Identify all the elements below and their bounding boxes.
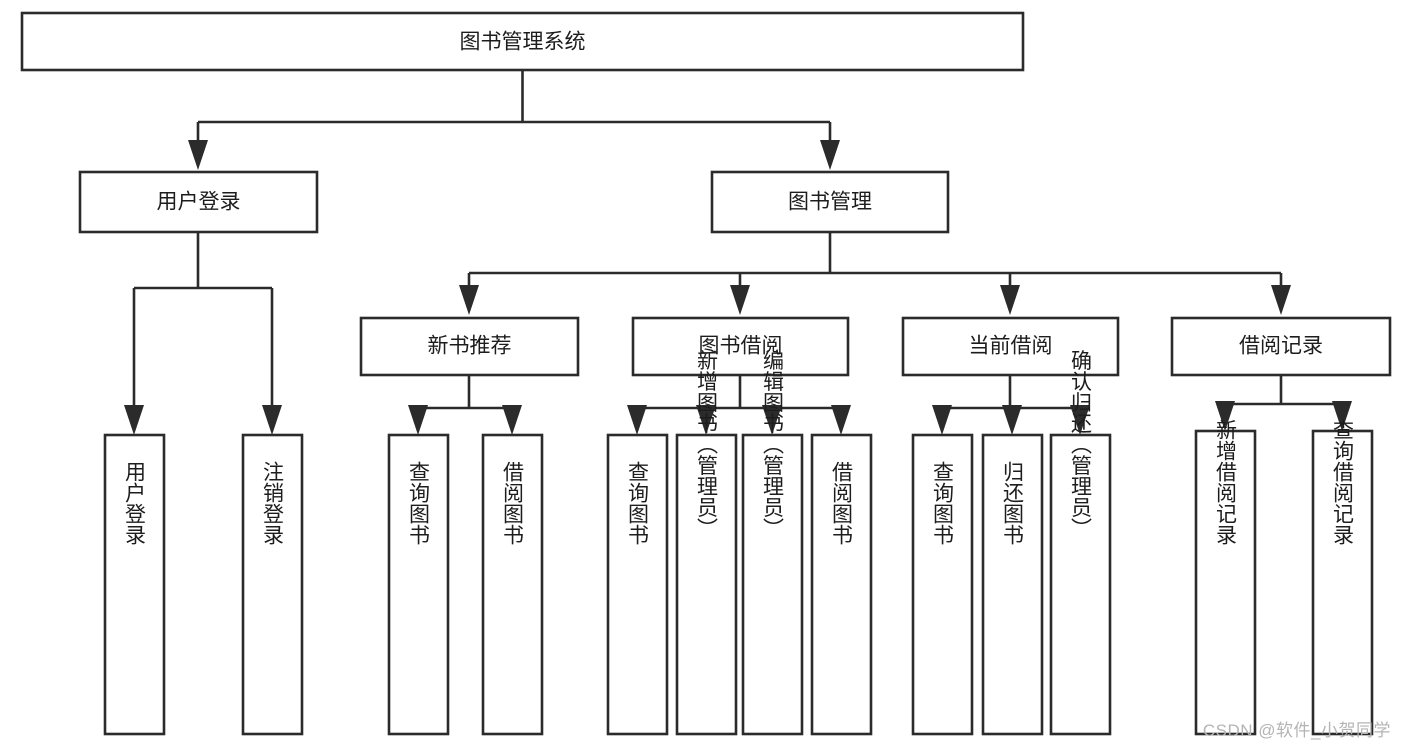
leaf-box-br-query-record[interactable] <box>1311 429 1374 736</box>
arrow-head-bb-borrow-book <box>831 405 851 435</box>
node-label-user-login: 用户登录 <box>157 191 241 214</box>
connector-group-book-manage <box>459 232 1291 315</box>
leaf-box-cb-confirm-return[interactable] <box>1049 433 1112 736</box>
arrow-head-br-query-record <box>1332 401 1352 431</box>
leaf-label-bb-add-book: 新增图书（管理员） <box>695 350 719 539</box>
leaf-node-br-add-record[interactable]: 新增借阅记录 <box>1194 419 1257 736</box>
node-borrow-record[interactable]: 借阅记录 <box>1170 316 1392 377</box>
arrow-head-bb-query-book <box>627 405 647 435</box>
arrow-head-nb-query-book <box>408 405 428 435</box>
leaf-box-nb-borrow-book[interactable] <box>481 433 544 736</box>
leaf-label-br-query-record: 查询借阅记录 <box>1331 419 1355 545</box>
node-user-login[interactable]: 用户登录 <box>78 170 319 234</box>
leaf-node-cb-confirm-return[interactable]: 确认归还（管理员） <box>1049 350 1112 736</box>
leaf-box-logout[interactable] <box>241 433 304 736</box>
leaf-box-cb-query-book[interactable] <box>911 433 974 736</box>
arrow-head-cb-query-book <box>932 405 952 435</box>
node-box-root[interactable] <box>20 11 1025 72</box>
leaf-label-cb-return-book: 归还图书 <box>1001 461 1025 545</box>
node-box-user-login[interactable] <box>78 170 319 234</box>
leaf-label-bb-borrow-book: 借阅图书 <box>830 461 854 545</box>
arrow-head-book-manage <box>820 140 840 170</box>
leaf-node-bb-query-book[interactable]: 查询图书 <box>606 433 669 736</box>
leaf-label-bb-query-book: 查询图书 <box>626 461 650 545</box>
leaf-box-bb-query-book[interactable] <box>606 433 669 736</box>
node-label-new-book-recommend: 新书推荐 <box>428 335 512 358</box>
leaf-label-br-add-record: 新增借阅记录 <box>1214 419 1238 545</box>
leaf-node-logout[interactable]: 注销登录 <box>241 433 304 736</box>
arrow-head-br-add-record <box>1215 401 1235 431</box>
arrow-head-user-login <box>188 140 208 170</box>
arrow-head-bb-add-book <box>696 405 716 435</box>
arrow-head-new-book <box>459 285 479 315</box>
node-current-borrow[interactable]: 当前借阅 <box>901 316 1120 377</box>
node-box-book-borrow[interactable] <box>631 316 850 377</box>
node-label-root: 图书管理系统 <box>460 31 586 54</box>
leaf-node-nb-borrow-book[interactable]: 借阅图书 <box>481 433 544 736</box>
node-label-book-borrow: 图书借阅 <box>699 335 783 358</box>
arrow-head-borrow-record <box>1271 285 1291 315</box>
leaf-node-cb-query-book[interactable]: 查询图书 <box>911 433 974 736</box>
leaf-node-nb-query-book[interactable]: 查询图书 <box>387 433 450 736</box>
leaf-label-logout: 注销登录 <box>261 461 285 545</box>
arrow-head-current-borrow <box>1000 285 1020 315</box>
connector-group-root <box>188 70 840 170</box>
leaf-box-user-login-action[interactable] <box>103 433 166 736</box>
leaf-box-bb-add-book[interactable] <box>675 433 738 736</box>
node-new-book-recommend[interactable]: 新书推荐 <box>359 316 580 377</box>
arrow-head-book-borrow <box>730 285 750 315</box>
node-book-borrow[interactable]: 图书借阅 <box>631 316 850 377</box>
leaf-box-bb-borrow-book[interactable] <box>810 433 873 736</box>
leaf-node-bb-edit-book[interactable]: 编辑图书（管理员） <box>741 350 804 736</box>
leaf-label-nb-query-book: 查询图书 <box>407 461 431 545</box>
arrow-head-cb-return-book <box>1002 405 1022 435</box>
connector-group-borrow-record <box>1215 375 1352 431</box>
node-label-current-borrow: 当前借阅 <box>969 335 1053 358</box>
leaf-box-cb-return-book[interactable] <box>981 433 1044 736</box>
connector-group-user-login <box>124 232 282 435</box>
arrow-head-cb-confirm-return <box>1070 405 1090 435</box>
arrow-head-nb-borrow-book <box>502 405 522 435</box>
node-box-current-borrow[interactable] <box>901 316 1120 377</box>
leaf-node-user-login-action[interactable]: 用户登录 <box>103 433 166 736</box>
leaf-label-cb-query-book: 查询图书 <box>931 461 955 545</box>
node-root-system[interactable]: 图书管理系统 <box>20 11 1025 72</box>
connector-group-book-borrow <box>627 375 851 435</box>
leaf-node-bb-add-book[interactable]: 新增图书（管理员） <box>675 350 738 736</box>
node-box-book-manage[interactable] <box>710 170 950 234</box>
arrow-head-leaf-logout <box>262 405 282 435</box>
node-box-new-book-recommend[interactable] <box>359 316 580 377</box>
leaf-label-cb-confirm-return: 确认归还（管理员） <box>1069 350 1093 539</box>
leaf-box-bb-edit-book[interactable] <box>741 433 804 736</box>
leaf-box-br-add-record[interactable] <box>1194 429 1257 736</box>
node-label-borrow-record: 借阅记录 <box>1239 335 1323 358</box>
leaf-node-br-query-record[interactable]: 查询借阅记录 <box>1311 419 1374 736</box>
leaf-node-cb-return-book[interactable]: 归还图书 <box>981 433 1044 736</box>
leaf-node-bb-borrow-book[interactable]: 借阅图书 <box>810 433 873 736</box>
leaf-label-nb-borrow-book: 借阅图书 <box>501 461 525 545</box>
leaf-label-user-login-action: 用户登录 <box>123 461 147 545</box>
arrow-head-bb-edit-book <box>762 405 782 435</box>
leaf-label-bb-edit-book: 编辑图书（管理员） <box>761 350 785 539</box>
arrow-head-leaf-user-login <box>124 405 144 435</box>
node-book-manage[interactable]: 图书管理 <box>710 170 950 234</box>
leaf-box-nb-query-book[interactable] <box>387 433 450 736</box>
node-box-borrow-record[interactable] <box>1170 316 1392 377</box>
node-label-book-manage: 图书管理 <box>788 191 872 214</box>
connector-group-new-book <box>408 375 522 435</box>
connector-group-current-borrow <box>932 375 1090 435</box>
